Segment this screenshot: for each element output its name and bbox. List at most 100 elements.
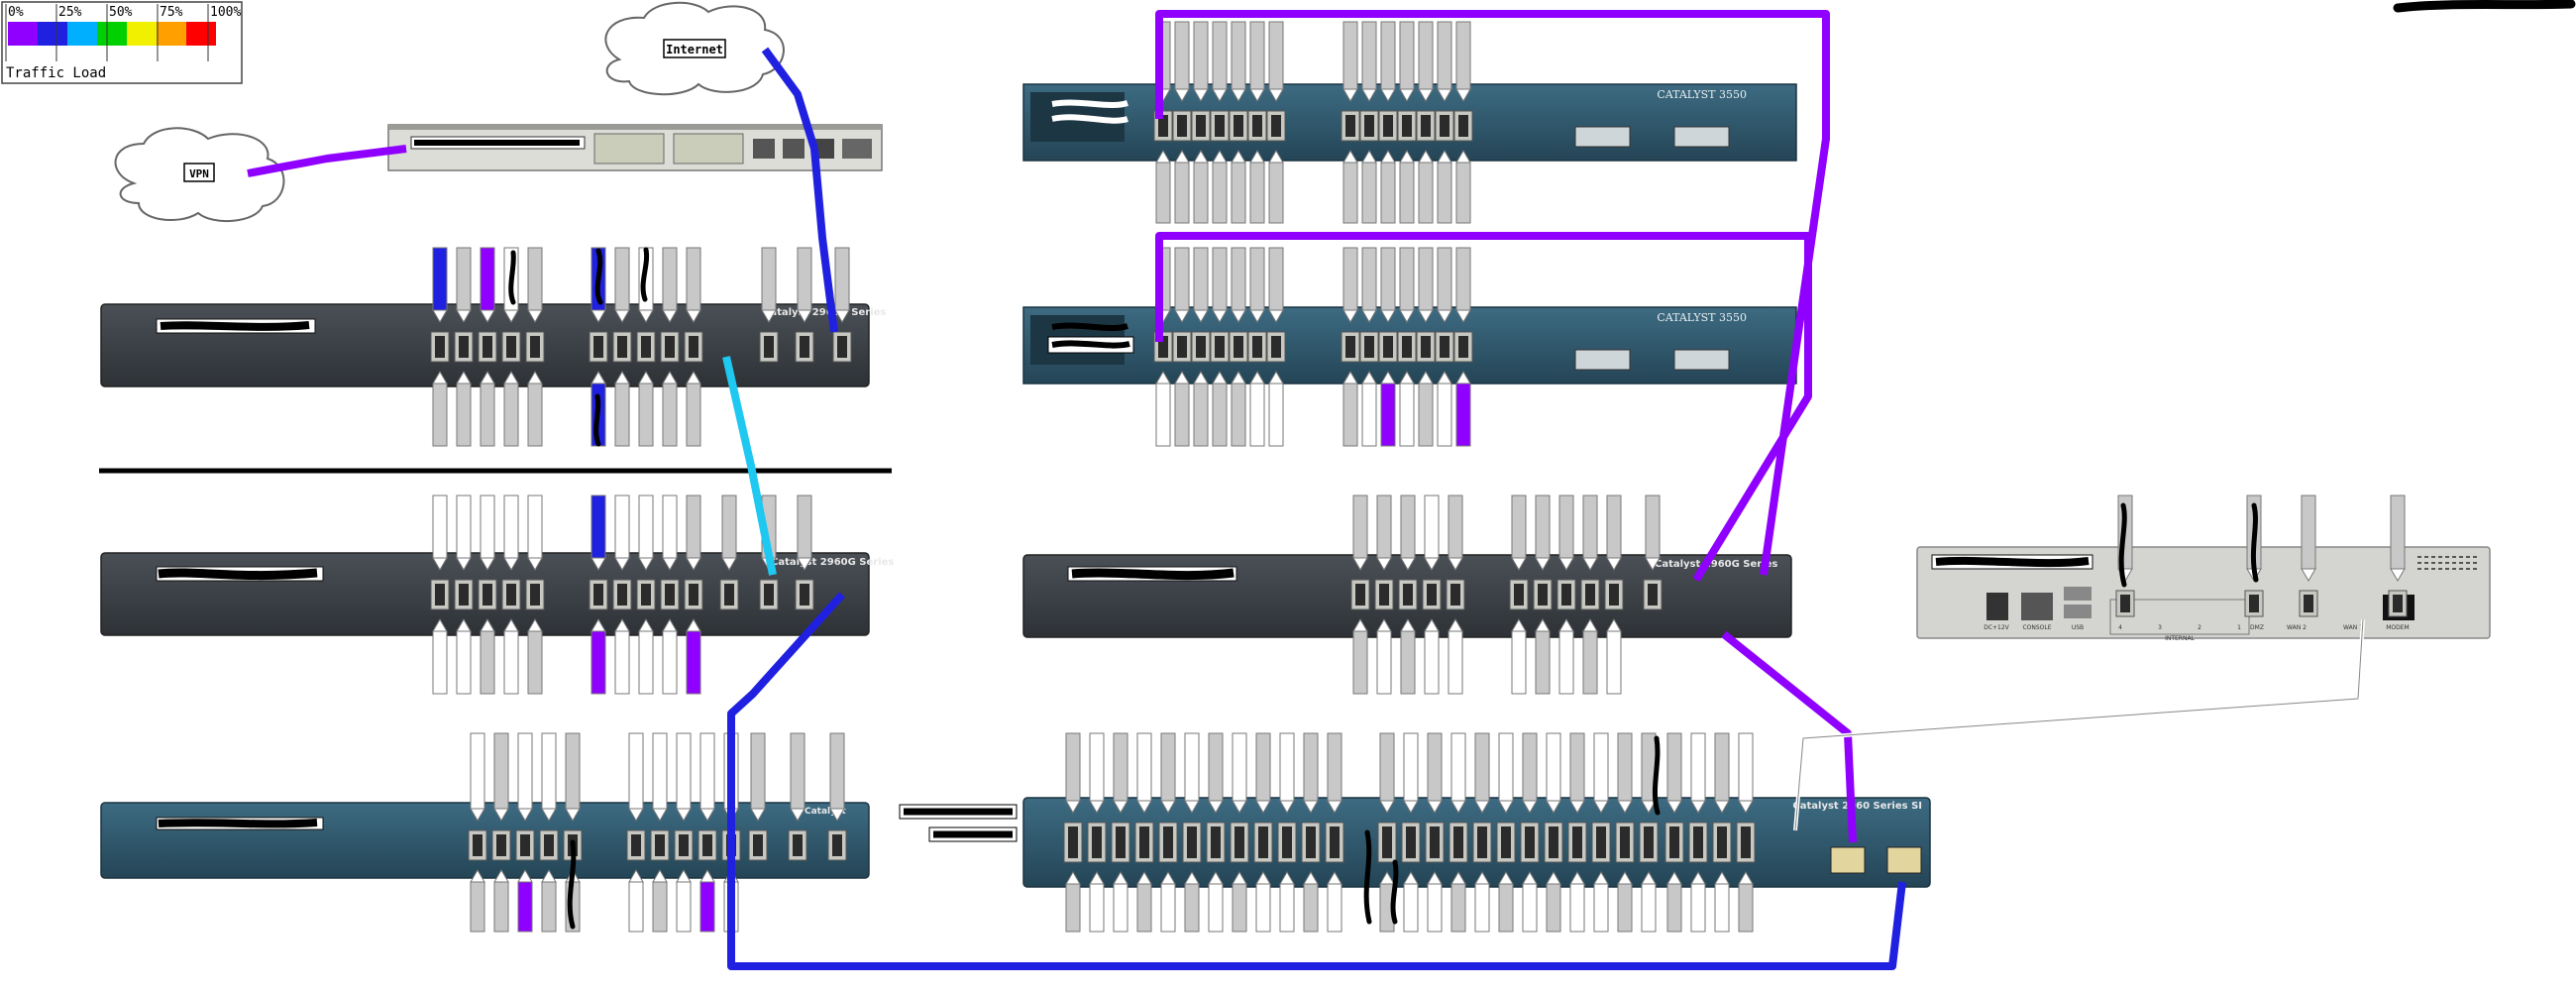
switch-port[interactable] (1639, 732, 1659, 933)
switch-port[interactable] (650, 732, 670, 933)
switch-port[interactable] (1401, 732, 1421, 933)
switch-port[interactable] (660, 247, 680, 447)
switch-port[interactable] (1247, 247, 1267, 447)
switch-port[interactable] (1191, 247, 1211, 447)
switch-port[interactable] (2388, 495, 2408, 617)
switch-port[interactable] (1063, 732, 1083, 933)
switch-port[interactable] (1374, 495, 1394, 695)
switch-port[interactable] (1266, 21, 1286, 224)
switch-port[interactable] (1172, 21, 1192, 224)
switch-port[interactable] (1422, 495, 1442, 695)
switch-port[interactable] (1615, 732, 1635, 933)
switch-port[interactable] (674, 732, 694, 933)
switch-port[interactable] (719, 495, 739, 610)
switch-port[interactable] (612, 495, 632, 695)
switch-port[interactable] (1341, 247, 1360, 447)
switch-port[interactable] (1664, 732, 1684, 933)
switch-port[interactable] (1378, 247, 1398, 447)
switch-port[interactable] (1359, 21, 1379, 224)
switch-port[interactable] (1453, 247, 1473, 447)
switch-port[interactable] (1277, 732, 1297, 933)
switch-port[interactable] (539, 732, 559, 933)
switch-port[interactable] (1591, 732, 1611, 933)
switch-port[interactable] (1087, 732, 1107, 933)
vpn-cloud[interactable]: VPN (114, 127, 285, 223)
switch-port[interactable] (612, 247, 632, 447)
switch-port[interactable] (501, 495, 521, 695)
switch-port[interactable] (759, 247, 779, 363)
switch-port[interactable] (525, 247, 545, 447)
switch-port[interactable] (795, 247, 814, 363)
switch-port[interactable] (1210, 247, 1230, 447)
switch-port[interactable] (626, 732, 646, 933)
switch-port[interactable] (1398, 495, 1418, 695)
switch-port[interactable] (1556, 495, 1576, 695)
switch-port[interactable] (827, 732, 847, 861)
switch-port[interactable] (1643, 495, 1663, 610)
switch-port[interactable] (478, 247, 497, 447)
switch-port[interactable] (1301, 732, 1321, 933)
switch-port[interactable] (1416, 21, 1436, 224)
switch-port[interactable] (589, 495, 608, 695)
switch-port[interactable] (430, 247, 450, 447)
switch-port[interactable] (1397, 247, 1417, 447)
switch-port[interactable] (1350, 495, 1370, 695)
switch-port[interactable] (1453, 21, 1473, 224)
switch-port[interactable] (1533, 495, 1553, 695)
switch-port[interactable] (1253, 732, 1273, 933)
switch-port[interactable] (1435, 21, 1454, 224)
switch-port[interactable] (1425, 732, 1445, 933)
switch-port[interactable] (684, 247, 703, 447)
switch-port[interactable] (1712, 732, 1732, 933)
switch-port[interactable] (491, 732, 511, 933)
switch-port[interactable] (468, 732, 487, 933)
switch-port[interactable] (1111, 732, 1130, 933)
switch-port[interactable] (1230, 732, 1249, 933)
switch-port[interactable] (1158, 732, 1178, 933)
switch-port[interactable] (478, 495, 497, 695)
switch-port[interactable] (563, 732, 583, 933)
switch-port[interactable] (1520, 732, 1540, 933)
switch-port[interactable] (1247, 21, 1267, 224)
switch-port[interactable] (1580, 495, 1600, 695)
switch-port[interactable] (684, 495, 703, 695)
switch-port[interactable] (1544, 732, 1563, 933)
switch-port[interactable] (1266, 247, 1286, 447)
switch-port[interactable] (1134, 732, 1154, 933)
switch-port[interactable] (1377, 732, 1397, 933)
switch-port[interactable] (1191, 21, 1211, 224)
switch-port[interactable] (660, 495, 680, 695)
switch-port[interactable] (1341, 21, 1360, 224)
switch-port[interactable] (1210, 21, 1230, 224)
switch-port[interactable] (636, 495, 656, 695)
switch-port[interactable] (1229, 21, 1248, 224)
internet-cloud[interactable]: Internet (604, 1, 785, 96)
switch-port[interactable] (1206, 732, 1226, 933)
switch-port[interactable] (832, 247, 852, 363)
switch-port[interactable] (454, 247, 474, 447)
switch-port[interactable] (795, 495, 814, 610)
switch-port[interactable] (1229, 247, 1248, 447)
switch-port[interactable] (1446, 495, 1465, 695)
switch-port[interactable] (1172, 247, 1192, 447)
switch-port[interactable] (1416, 247, 1436, 447)
switch-port[interactable] (1449, 732, 1468, 933)
switch-port[interactable] (525, 495, 545, 695)
switch-port[interactable] (1604, 495, 1624, 695)
switch-port[interactable] (2299, 495, 2318, 617)
switch-port[interactable] (748, 732, 768, 861)
switch-port[interactable] (515, 732, 535, 933)
switch-port[interactable] (1435, 247, 1454, 447)
switch-port[interactable] (454, 495, 474, 695)
switch-port[interactable] (1509, 495, 1529, 695)
switch-port[interactable] (430, 495, 450, 695)
switch-port[interactable] (788, 732, 807, 861)
switch-port[interactable] (1325, 732, 1344, 933)
switch-port[interactable] (1567, 732, 1587, 933)
switch-port[interactable] (1496, 732, 1516, 933)
switch-port[interactable] (698, 732, 717, 933)
switch-port[interactable] (1359, 247, 1379, 447)
switch-port[interactable] (1736, 732, 1756, 933)
switch-port[interactable] (1378, 21, 1398, 224)
